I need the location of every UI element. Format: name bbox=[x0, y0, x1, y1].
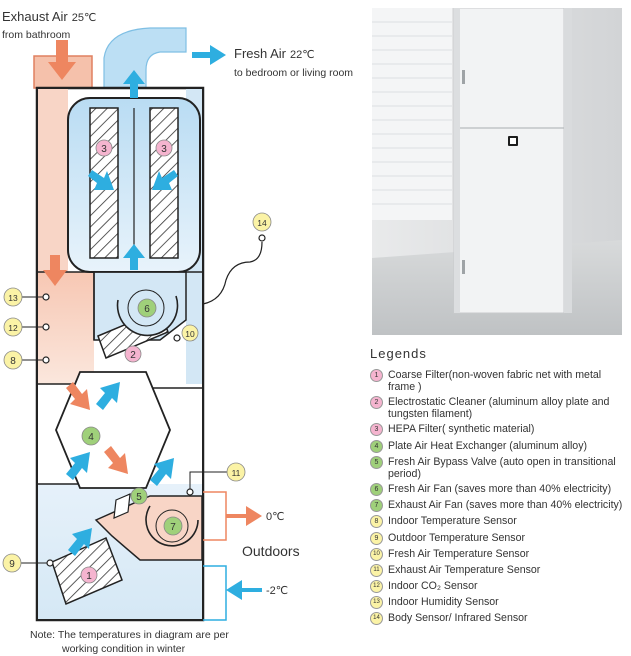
legend-text: Indoor CO₂ Sensor bbox=[388, 580, 478, 593]
legend-item: 6 Fresh Air Fan (saves more than 40% elec… bbox=[370, 482, 628, 496]
legend-item: 4 Plate Air Heat Exchanger (aluminum allo… bbox=[370, 439, 628, 453]
legend-text: Plate Air Heat Exchanger (aluminum alloy… bbox=[388, 439, 588, 452]
exhaust-source: from bathroom bbox=[2, 29, 71, 41]
legend-item: 7 Exhaust Air Fan (saves more than 40% el… bbox=[370, 499, 628, 513]
legend-item: 13 Indoor Humidity Sensor bbox=[370, 596, 628, 610]
legend-item: 10 Fresh Air Temperature Sensor bbox=[370, 547, 628, 561]
legend-list: 1 Coarse Filter(non-woven fabric net with… bbox=[370, 369, 628, 626]
badge-13: 13 bbox=[8, 293, 18, 303]
fresh-destination: to bedroom or living room bbox=[234, 67, 353, 79]
outdoor-exhaust-temp: 0℃ bbox=[266, 511, 284, 523]
legend-badge: 12 bbox=[370, 580, 383, 594]
badge-5: 5 bbox=[136, 492, 142, 503]
badge-10: 10 bbox=[185, 329, 195, 339]
legend-text: Electrostatic Cleaner (aluminum alloy pl… bbox=[388, 396, 610, 421]
outdoor-fresh-temp: -2℃ bbox=[266, 585, 288, 597]
legend-item: 1 Coarse Filter(non-woven fabric net with… bbox=[370, 369, 628, 393]
fresh-temp: 22℃ bbox=[290, 49, 315, 61]
legend-item: 14 Body Sensor/ Infrared Sensor bbox=[370, 612, 628, 626]
badge-8: 8 bbox=[10, 356, 16, 367]
exhaust-flow-arrows bbox=[43, 40, 262, 526]
legend-badge: 3 bbox=[370, 423, 383, 437]
legend-badge: 6 bbox=[370, 482, 383, 496]
exhaust-label: Exhaust Air bbox=[2, 9, 68, 24]
legend-badge: 1 bbox=[370, 369, 383, 382]
outdoors-label: Outdoors bbox=[242, 543, 300, 559]
legend-text: Exhaust Air Fan (saves more than 40% ele… bbox=[388, 499, 623, 512]
legend-item: 8 Indoor Temperature Sensor bbox=[370, 515, 628, 529]
legend-item: 5 Fresh Air Bypass Valve (auto open in tr… bbox=[370, 455, 628, 480]
component-badges: 3 3 6 2 10 4 5 7 1 13 12 8 9 11 14 bbox=[2, 139, 272, 584]
legend-text: Outdoor Temperature Sensor bbox=[388, 531, 526, 544]
note-line-1: Note: The temperatures in diagram are pe… bbox=[30, 629, 229, 641]
note-line-2: working condition in winter bbox=[61, 643, 186, 655]
exhaust-temp: 25℃ bbox=[72, 12, 97, 24]
legend-text: HEPA Filter( synthetic material) bbox=[388, 423, 535, 436]
legend-badge: 2 bbox=[370, 396, 383, 410]
legend-text: Fresh Air Fan (saves more than 40% elect… bbox=[388, 482, 612, 495]
legend-title: Legends bbox=[370, 346, 427, 361]
badge-4: 4 bbox=[88, 432, 94, 443]
product-photo bbox=[372, 8, 622, 335]
legend-badge: 10 bbox=[370, 547, 383, 561]
legend-badge: 13 bbox=[370, 596, 383, 610]
legend-text: Body Sensor/ Infrared Sensor bbox=[388, 612, 528, 625]
exhaust-channel-upper bbox=[38, 89, 68, 272]
badge-12: 12 bbox=[8, 323, 18, 333]
legend-text: Indoor Temperature Sensor bbox=[388, 515, 517, 528]
legend-item: 12 Indoor CO₂ Sensor bbox=[370, 580, 628, 594]
badge-7: 7 bbox=[170, 522, 176, 533]
legend-text: Coarse Filter(non-woven fabric net with … bbox=[388, 369, 602, 393]
badge-11: 11 bbox=[232, 468, 241, 478]
fresh-label: Fresh Air bbox=[234, 46, 287, 61]
legend-badge: 5 bbox=[370, 455, 383, 469]
legend-item: 3 HEPA Filter( synthetic material) bbox=[370, 423, 628, 437]
legend-item: 11 Exhaust Air Temperature Sensor bbox=[370, 563, 628, 577]
legend-text: Fresh Air Bypass Valve (auto open in tra… bbox=[388, 455, 616, 480]
badge-1: 1 bbox=[86, 571, 92, 582]
legend-text: Fresh Air Temperature Sensor bbox=[388, 547, 530, 560]
badge-6: 6 bbox=[144, 304, 150, 315]
fresh-outlet-duct bbox=[103, 27, 187, 89]
legend-text: Indoor Humidity Sensor bbox=[388, 596, 499, 609]
badge-2: 2 bbox=[130, 350, 136, 361]
legend-panel: Legends 1 Coarse Filter(non-woven fabric … bbox=[370, 346, 628, 629]
badge-14: 14 bbox=[257, 218, 267, 228]
badge-9: 9 bbox=[9, 559, 15, 570]
bypass-valve bbox=[113, 493, 131, 519]
legend-item: 9 Outdoor Temperature Sensor bbox=[370, 531, 628, 545]
legend-badge: 11 bbox=[370, 563, 383, 577]
fresh-flow-arrows bbox=[66, 45, 262, 600]
legend-badge: 7 bbox=[370, 499, 383, 513]
legend-badge: 14 bbox=[370, 612, 383, 626]
legend-badge: 4 bbox=[370, 439, 383, 453]
badge-3-left: 3 bbox=[101, 144, 107, 155]
legend-text: Exhaust Air Temperature Sensor bbox=[388, 563, 541, 576]
legend-badge: 9 bbox=[370, 531, 383, 545]
badge-3-right: 3 bbox=[161, 144, 167, 155]
legend-item: 2 Electrostatic Cleaner (aluminum alloy p… bbox=[370, 396, 628, 420]
legend-badge: 8 bbox=[370, 515, 383, 529]
